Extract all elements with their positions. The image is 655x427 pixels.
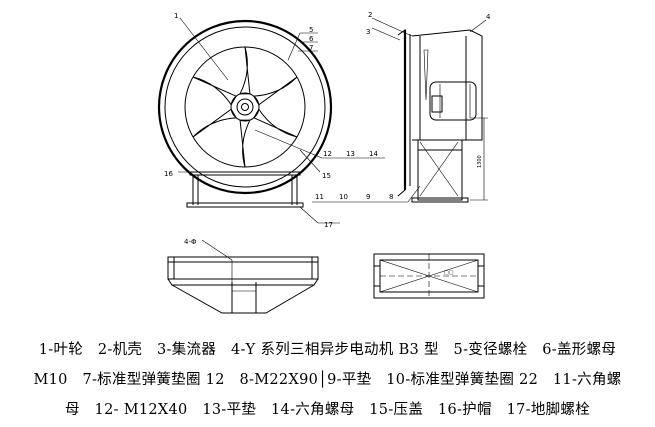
impeller-blade [239, 119, 251, 168]
plan-hopper [171, 284, 315, 314]
motor-body [429, 81, 477, 121]
plan-top-plate [167, 256, 319, 280]
housing-outer-ring [157, 19, 333, 195]
callout-14: 14 [369, 150, 378, 158]
callout-7: 7 [309, 44, 313, 52]
front-foot [186, 202, 304, 208]
side-stand [417, 140, 463, 201]
callout-6: 6 [309, 35, 314, 43]
callout-4: 4 [486, 13, 491, 21]
impeller-blade [253, 108, 298, 138]
housing-inner-ring [164, 26, 326, 188]
callout-16: 16 [164, 170, 173, 178]
plan-right-note: □□ [444, 270, 454, 276]
callout-1: 1 [174, 12, 178, 20]
callout-9: 9 [366, 193, 370, 201]
plan-note-bolts: 4-Φ [184, 238, 197, 246]
impeller-blade [239, 46, 251, 95]
callout-12: 12 [323, 150, 332, 158]
legend-line-1: 1-叶轮 2-机壳 3-集流器 4-Y 系列三相异步电动机 B3 型 5-变径螺… [38, 342, 617, 358]
hub-inner [241, 103, 249, 111]
callout-2: 2 [368, 11, 372, 19]
impeller-blade [192, 76, 237, 106]
plan-view-left: 4-Φ [167, 238, 319, 314]
hub-middle [236, 98, 254, 116]
side-view: 1300 2 3 4 11 10 9 8 [312, 11, 491, 203]
callout-11: 11 [315, 193, 324, 201]
callout-15: 15 [322, 172, 331, 180]
front-base-plate [189, 171, 301, 176]
legend-line-3: 母 12- M12X40 13-平垫 14-六角螺母 15-压盖 16-护帽 1… [64, 402, 591, 418]
impeller-ring [184, 46, 306, 168]
callout-17: 17 [324, 221, 333, 229]
fan-assembly-drawing: 1 5 6 7 12 13 14 15 16 17 1300 [157, 11, 491, 314]
callout-13: 13 [346, 150, 355, 158]
dimension-1300: 1300 [477, 155, 483, 168]
callout-3: 3 [366, 28, 370, 36]
side-foot [411, 197, 469, 203]
impeller-blades [192, 46, 298, 168]
plan-view-right: □□ [373, 253, 485, 299]
impeller-blade [192, 108, 237, 138]
legend-line-2: M10 7-标准型弹簧垫圈 12 8-M22X90│9-平垫 10-标准型弹簧垫… [33, 372, 622, 388]
front-view: 1 5 6 7 12 13 14 15 16 17 [157, 12, 385, 229]
callout-8: 8 [389, 193, 393, 201]
impeller-blade [253, 76, 298, 106]
motor-endcap [431, 95, 443, 113]
callout-5: 5 [309, 26, 313, 34]
hub-outer [230, 92, 260, 122]
callout-10: 10 [339, 193, 348, 201]
side-housing [411, 29, 483, 141]
